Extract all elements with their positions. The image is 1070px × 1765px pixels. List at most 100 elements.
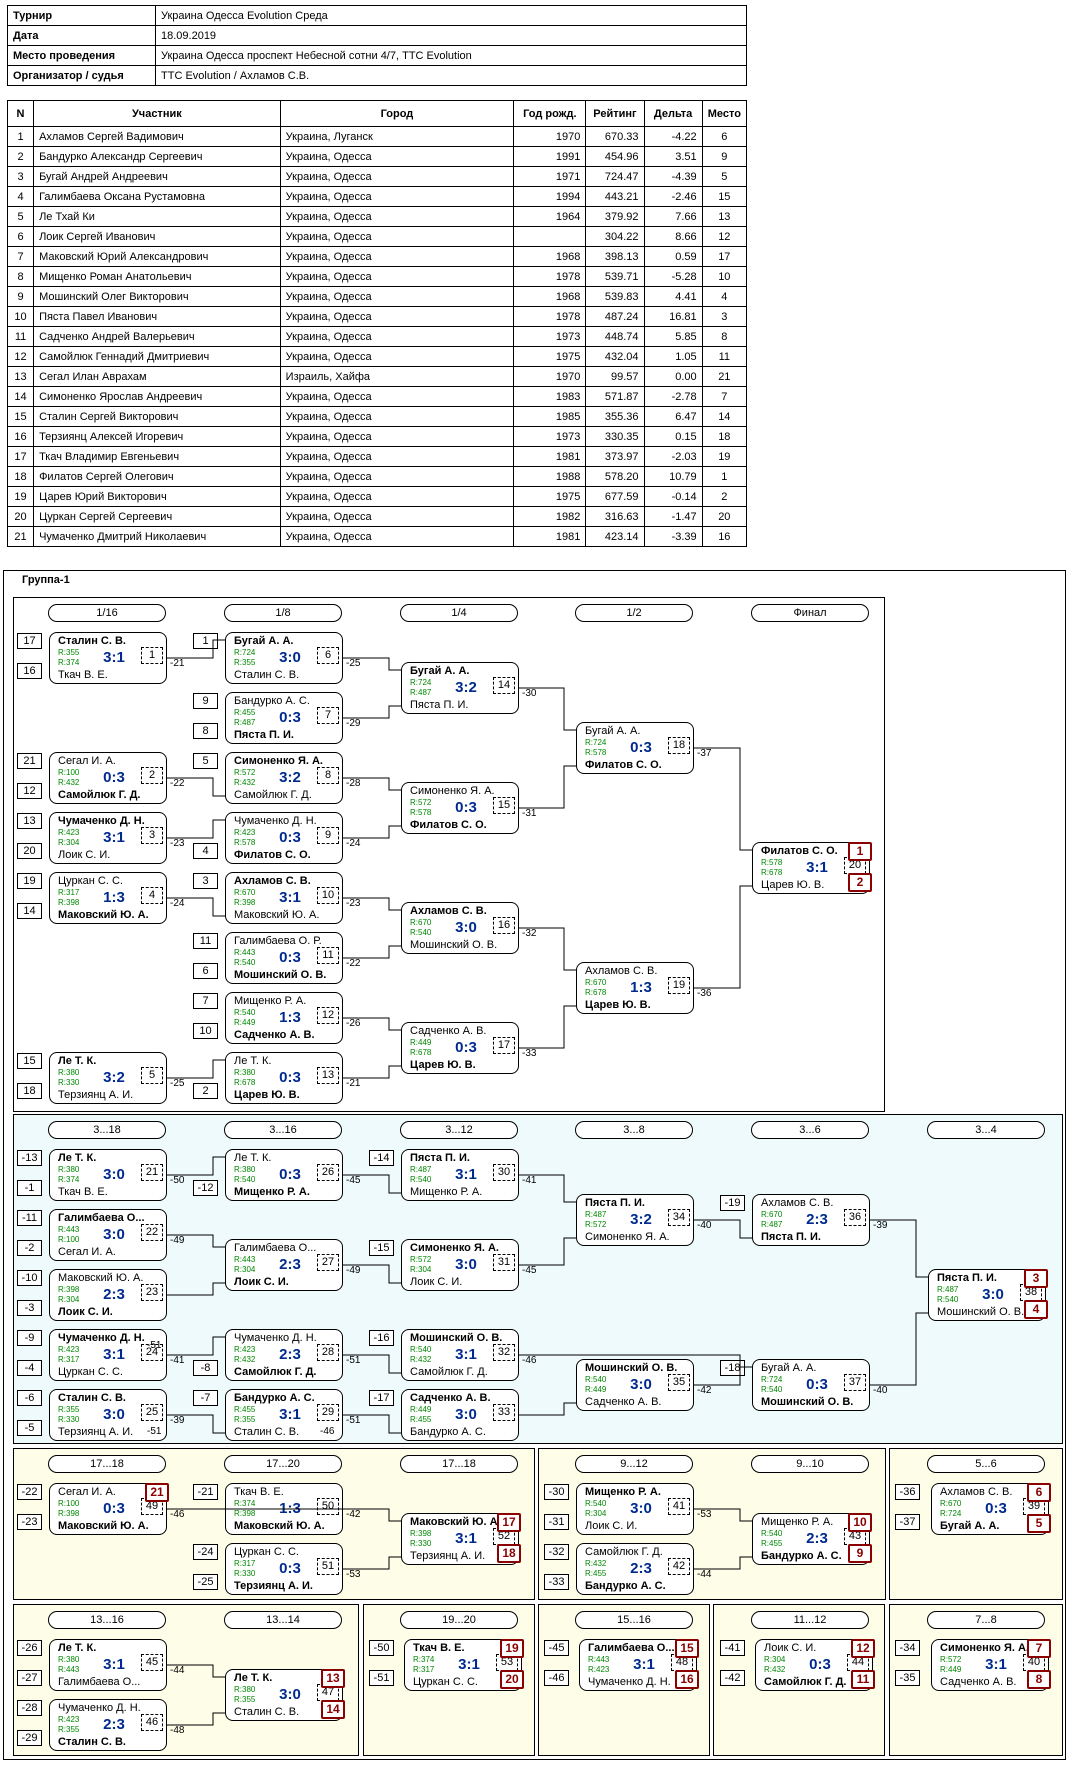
match-number: 37	[844, 1374, 866, 1391]
player-2-name: Терзиянц А. И.	[58, 1089, 134, 1101]
match-score: 2:3	[279, 1256, 301, 1273]
place-badge: 17	[497, 1513, 521, 1532]
match-ref-label: -21	[170, 658, 185, 669]
player-1-name: Бугай А. А.	[585, 725, 641, 737]
player-2-name: Маковский Ю. А.	[58, 1520, 149, 1532]
player-1-name: Филатов С. О.	[761, 845, 838, 857]
place-badge: 10	[848, 1513, 872, 1532]
player-2-rating: R:398	[58, 898, 80, 907]
table-cell: 3	[6, 166, 35, 187]
player-2-rating: R:432	[764, 1665, 786, 1674]
table-cell: 21	[701, 366, 748, 387]
place-badge: 8	[1027, 1670, 1051, 1689]
table-cell: 7.66	[643, 206, 703, 227]
player-1-name: Самойлюк Г. Д.	[585, 1546, 663, 1558]
player-1-name: Ле Т. К.	[58, 1642, 97, 1654]
player-2-rating: R:540	[937, 1295, 959, 1304]
seed-number: -46	[544, 1670, 569, 1686]
table-cell: 18	[6, 466, 35, 487]
match-number: 14	[493, 677, 515, 694]
player-2-rating: R:449	[940, 1665, 962, 1674]
player-2-rating: R:449	[234, 1018, 256, 1027]
place-badge: 19	[500, 1639, 524, 1658]
round-header: 11...12	[751, 1611, 869, 1629]
seed-number: 6	[193, 963, 218, 979]
place-badge: 15	[675, 1639, 699, 1658]
table-cell: -2.03	[643, 446, 703, 467]
seed-number: -33	[544, 1574, 569, 1590]
seed-number: -25	[193, 1574, 218, 1590]
table-cell: 1973	[513, 326, 587, 347]
player-1-rating: R:380	[58, 1655, 80, 1664]
match-score: 3:1	[103, 649, 125, 666]
player-1-rating: R:317	[58, 888, 80, 897]
player-2-name: Мошинский О. В.	[410, 939, 498, 951]
seed-number: -17	[369, 1390, 394, 1406]
player-2-rating: R:678	[234, 1078, 256, 1087]
player-1-name: Галимбаева О...	[588, 1642, 675, 1654]
player-2-rating: R:540	[410, 928, 432, 937]
round-header: 1/4	[400, 604, 518, 622]
player-1-name: Пяста П. И.	[585, 1197, 645, 1209]
match-score: 3:0	[103, 1226, 125, 1243]
seed-number: -51	[369, 1670, 394, 1686]
match-number: 17	[493, 1037, 515, 1054]
match-score: 2:3	[806, 1530, 828, 1547]
player-2-rating: R:432	[234, 1355, 256, 1364]
